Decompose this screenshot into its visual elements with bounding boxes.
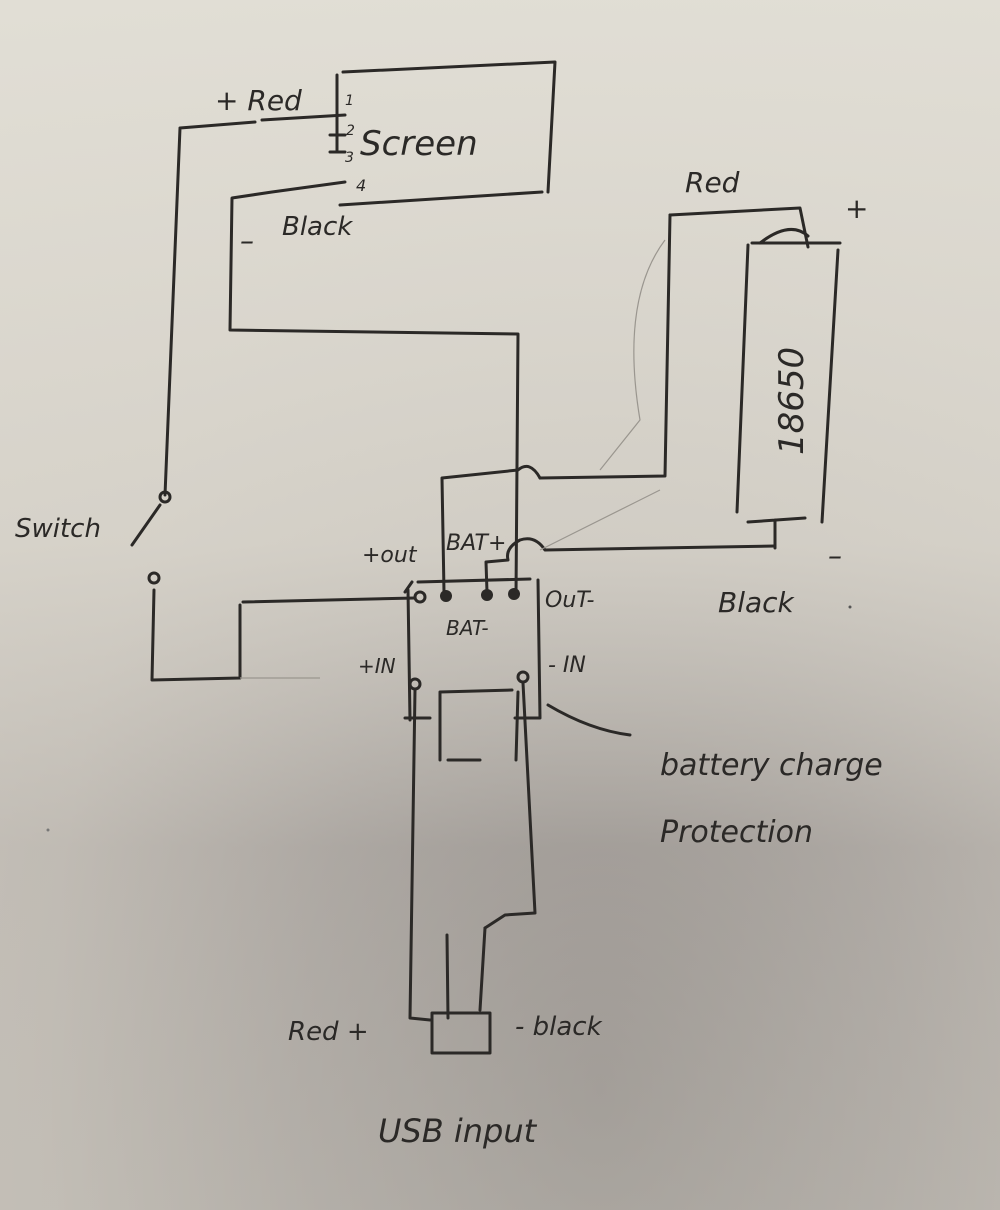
protection-module [403, 577, 632, 1022]
battery-18650 [440, 206, 842, 594]
screen-pin-3: 3 [345, 150, 354, 166]
pin-out-minus-label: OuT- [545, 588, 595, 613]
battery-minus-sign: – [828, 539, 842, 572]
battery-label: 18650 [772, 347, 812, 455]
pin-bat-plus-label: BAT+ [446, 531, 506, 556]
wire-screen-plus [163, 113, 347, 497]
screen-label: Screen [360, 124, 478, 164]
usb-connector [430, 1011, 492, 1055]
battery-black-label: Black [718, 586, 796, 619]
switch-label: Switch [15, 514, 101, 544]
usb-input-label: USB input [378, 1112, 538, 1150]
usb-plus-label: Red + [288, 1017, 369, 1047]
usb-minus-label: - black [515, 1012, 603, 1042]
battery-red-label: Red [685, 166, 740, 199]
module-label-line1: battery charge [660, 748, 883, 783]
pin-out-plus-label: +out [362, 543, 418, 568]
wire-screen-minus [228, 180, 520, 597]
module-label-line2: Protection [660, 815, 813, 850]
screen-plus-label: + Red [215, 84, 302, 117]
screen-minus-label: Black [282, 212, 353, 242]
pin-in-minus-label: - IN [548, 653, 586, 678]
screen-minus-sign: – [240, 224, 254, 257]
battery-plus-sign: + [845, 192, 868, 225]
screen-pin-1: 1 [345, 93, 354, 109]
screen-pin-4: 4 [356, 176, 366, 195]
screen-component [328, 60, 557, 207]
switch-component [130, 490, 417, 682]
pin-in-plus-label: +IN [358, 654, 396, 678]
pin-bat-minus-label: BAT- [446, 616, 489, 640]
screen-pin-2: 2 [346, 123, 355, 139]
